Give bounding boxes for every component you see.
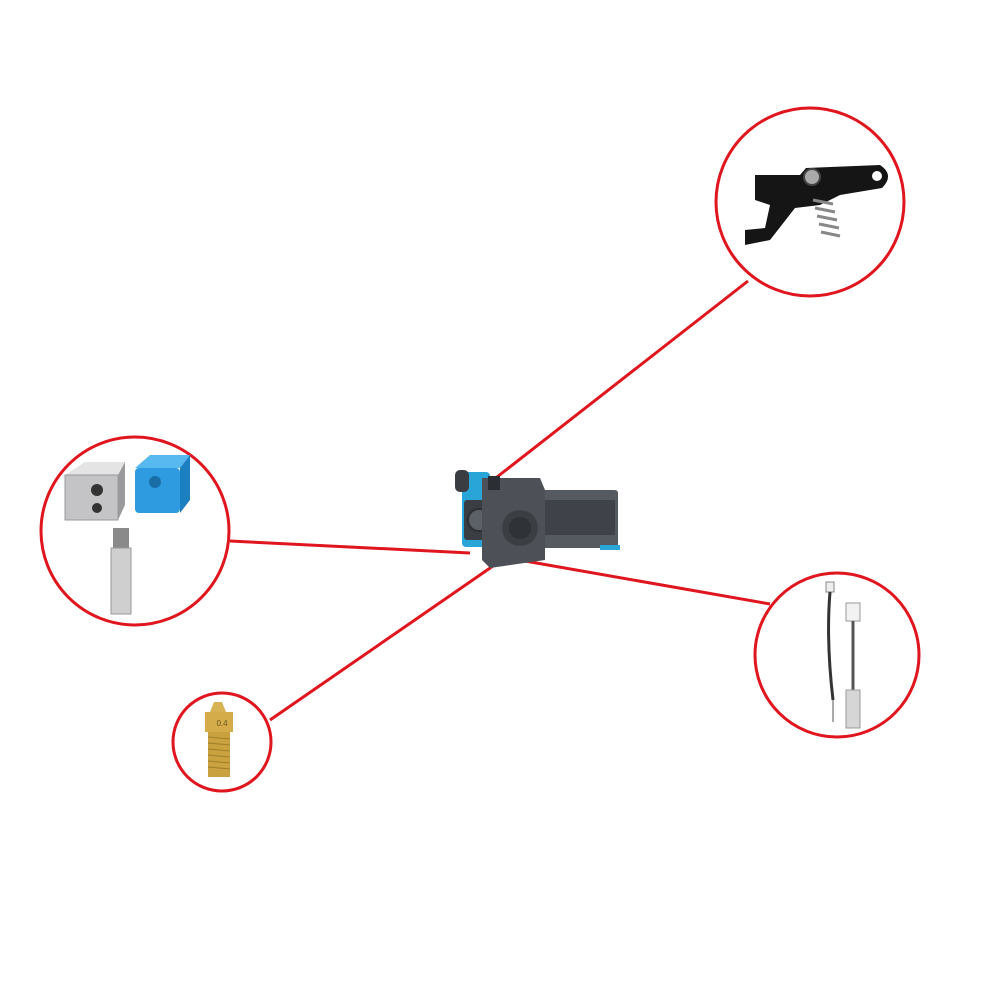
nozzle-size-label: 0.4 [216, 719, 228, 728]
lever-arm-part [745, 165, 889, 245]
callout-thermistor [753, 571, 921, 739]
leader-line-heater-block [229, 539, 471, 555]
callout-heater-block [39, 435, 231, 627]
leader-line-nozzle [269, 564, 494, 722]
silicone-sock-part [135, 455, 190, 513]
extruder-assembly [455, 470, 620, 568]
leader-lines [229, 279, 771, 722]
leader-line-lever [496, 279, 749, 479]
callout-nozzle: 0.4 [171, 691, 273, 793]
callout-lever-arm [714, 106, 906, 298]
heater-block-part [64, 462, 125, 521]
spring [812, 198, 841, 238]
leader-line-thermistor [524, 559, 771, 606]
throat-part [110, 528, 132, 615]
